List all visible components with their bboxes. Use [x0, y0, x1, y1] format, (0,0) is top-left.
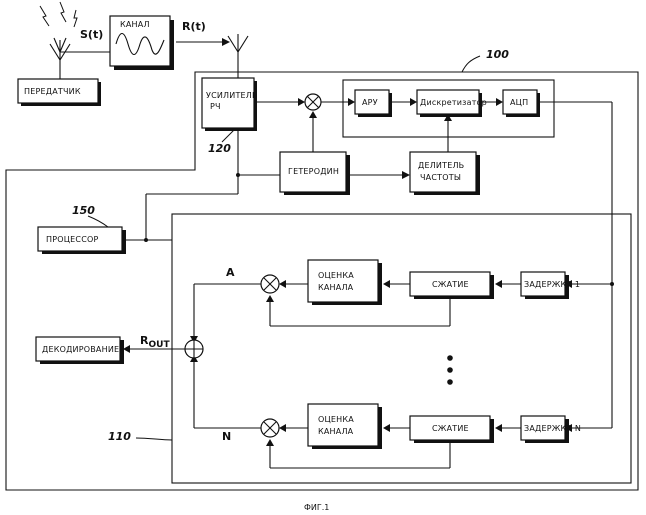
- transmitter-block: ПЕРЕДАТЧИК: [18, 79, 101, 106]
- despread-top-label: СЖАТИЕ: [432, 280, 469, 289]
- sampler-label: Дискретизатор: [420, 98, 487, 107]
- channel-estimate-bottom-block: ОЦЕНКА КАНАЛА: [308, 404, 382, 449]
- rf-mixer-icon: [305, 94, 321, 110]
- adc-label: АЦП: [510, 98, 528, 107]
- rf-amp-label-1: УСИЛИТЕЛЬ: [206, 91, 258, 100]
- finger-n-mixer-icon: [261, 419, 279, 437]
- chan-est-top-label-1: ОЦЕНКА: [318, 271, 354, 280]
- radiation-symbol-icon: [40, 2, 77, 27]
- processor-block: ПРОЦЕССОР: [38, 227, 126, 254]
- agc-block: АРУ: [355, 90, 392, 117]
- despread-bottom-block: СЖАТИЕ: [410, 416, 494, 443]
- path-n-label: N: [222, 430, 231, 443]
- freq-div-label-2: ЧАСТОТЫ: [420, 173, 461, 182]
- chan-est-bottom-label-1: ОЦЕНКА: [318, 415, 354, 424]
- frequency-divider-block: ДЕЛИТЕЛЬ ЧАСТОТЫ: [410, 152, 480, 195]
- adc-block: АЦП: [503, 90, 540, 117]
- decoding-label: ДЕКОДИРОВАНИЕ: [42, 345, 119, 354]
- channel-block: КАНАЛ: [110, 16, 174, 70]
- agc-label: АРУ: [362, 98, 378, 107]
- summer-icon: [185, 340, 203, 358]
- ellipsis-dots: [447, 355, 453, 385]
- rf-amp-label-2: РЧ: [210, 102, 221, 111]
- freq-div-label-1: ДЕЛИТЕЛЬ: [418, 161, 464, 170]
- finger-a-mixer-icon: [261, 275, 279, 293]
- figure-caption: ФИГ.1: [304, 503, 329, 512]
- path-a-label: A: [226, 266, 235, 279]
- local-oscillator-block: ГЕТЕРОДИН: [280, 152, 350, 195]
- processor-label: ПРОЦЕССОР: [46, 235, 99, 244]
- chan-est-top-label-2: КАНАЛА: [318, 283, 354, 292]
- despread-bottom-label: СЖАТИЕ: [432, 424, 469, 433]
- transmitter-label: ПЕРЕДАТЧИК: [24, 87, 81, 96]
- channel-estimate-top-block: ОЦЕНКА КАНАЛА: [308, 260, 382, 305]
- processor-ref: 150: [72, 204, 95, 217]
- delay-1-block: ЗАДЕРЖКА 1: [521, 272, 580, 299]
- r-out-label: ROUT: [140, 334, 170, 350]
- channel-label: КАНАЛ: [120, 20, 150, 29]
- delay-n-label: ЗАДЕРЖКА N: [524, 424, 581, 433]
- chan-est-bottom-label-2: КАНАЛА: [318, 427, 354, 436]
- rf-amplifier-block: УСИЛИТЕЛЬ РЧ: [202, 78, 258, 131]
- signal-r-label: R(t): [182, 20, 206, 33]
- local-osc-label: ГЕТЕРОДИН: [288, 167, 339, 176]
- despread-top-block: СЖАТИЕ: [410, 272, 494, 299]
- signal-s-label: S(t): [80, 28, 103, 41]
- delay-1-label: ЗАДЕРЖКА 1: [524, 280, 580, 289]
- decoding-block: ДЕКОДИРОВАНИЕ: [36, 337, 124, 364]
- receiver-antenna-icon: [228, 34, 248, 74]
- receiver-ref: 100: [486, 48, 509, 61]
- sampler-block: Дискретизатор: [417, 90, 487, 117]
- rake-ref: 110: [108, 430, 131, 443]
- r-out-sub: OUT: [148, 340, 170, 350]
- delay-n-block: ЗАДЕРЖКА N: [521, 416, 581, 443]
- rf-amp-ref: 120: [208, 142, 231, 155]
- transmitter-antenna-icon: [50, 38, 70, 80]
